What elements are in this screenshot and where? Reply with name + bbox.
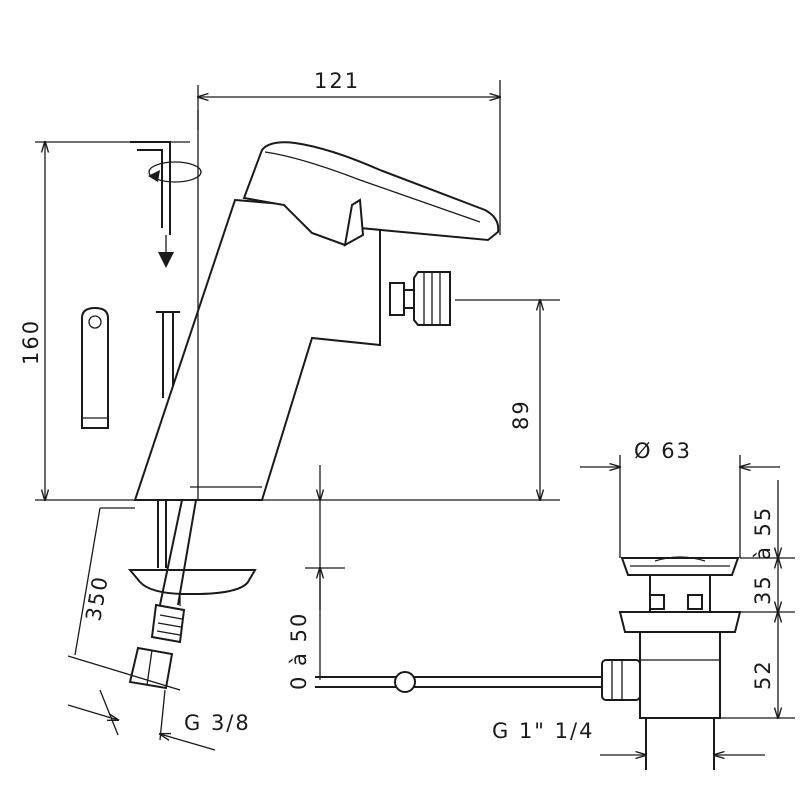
waste-rod	[315, 671, 605, 693]
fixing-assembly	[127, 500, 257, 606]
waste-dimensions: Ø 63 à 55 35 52	[580, 439, 795, 718]
dimension-121: 121	[198, 69, 500, 235]
rotation-arrow-icon	[130, 141, 202, 268]
dimension-89: 89	[262, 300, 560, 500]
dimension-160-label: 160	[19, 319, 43, 365]
dimension-g38: G 3/8	[67, 689, 251, 751]
dimension-89-label: 89	[509, 399, 533, 430]
dimension-g114: G 1" 1/4	[492, 719, 765, 755]
popup-knob	[81, 306, 109, 429]
dimension-160: 160	[19, 142, 190, 500]
dimension-0-50-label: 0 à 50	[287, 612, 311, 690]
dimension-a55-label: à 55	[751, 506, 775, 560]
waste-assembly	[601, 556, 742, 770]
dimension-g38-label: G 3/8	[184, 711, 251, 735]
spray-fitting	[389, 271, 451, 326]
lever-handle	[242, 141, 500, 247]
dimension-121-label: 121	[314, 69, 360, 93]
dimension-350-label: 350	[81, 573, 113, 623]
dimension-diameter-label: Ø 63	[634, 439, 692, 463]
dimension-52-label: 52	[751, 659, 775, 690]
dimension-0-50: 0 à 50	[287, 465, 345, 690]
dimension-35-label: 35	[751, 574, 775, 605]
dimension-g114-label: G 1" 1/4	[492, 719, 594, 743]
